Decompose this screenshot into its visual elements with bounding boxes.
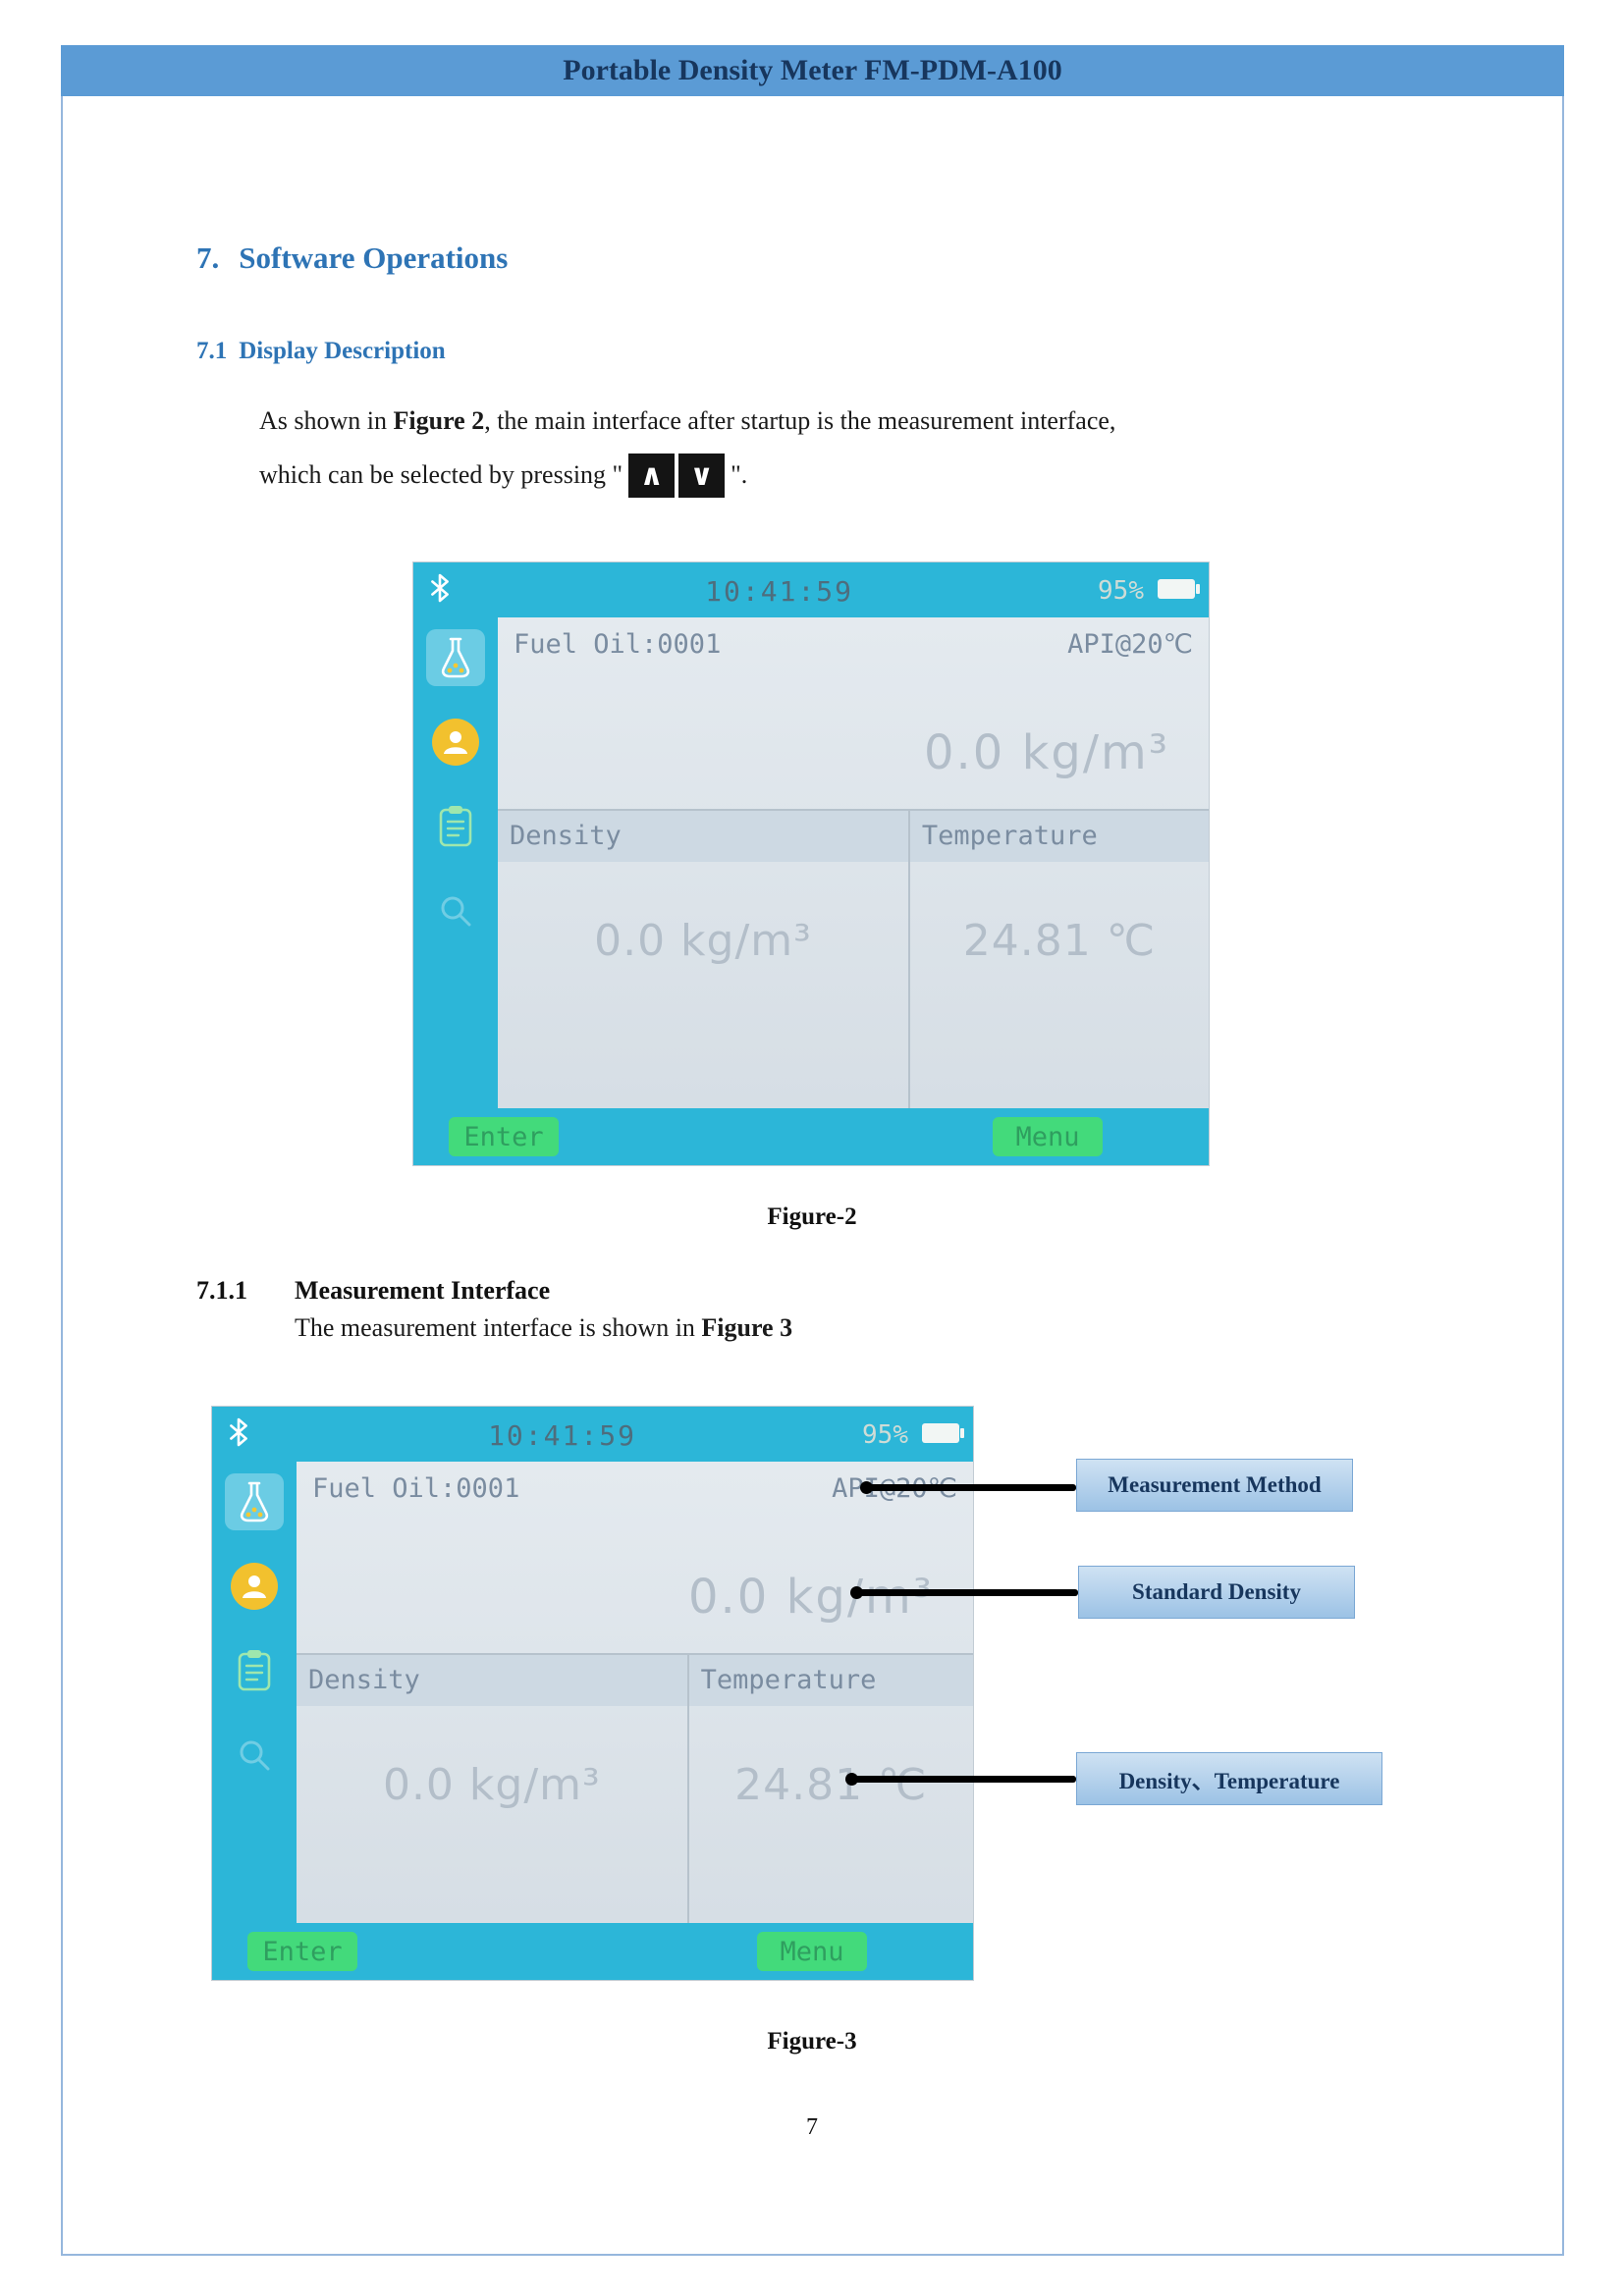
search-tab-icon[interactable] xyxy=(426,882,485,939)
callout-label: Density、Temperature xyxy=(1118,1769,1340,1793)
figure2-device-screenshot: 10:41:59 95% xyxy=(412,561,1210,1166)
battery-percentage: 95% xyxy=(862,1420,908,1450)
density-value: 0.0 kg/m³ xyxy=(594,916,812,966)
records-tab-icon[interactable] xyxy=(225,1642,284,1699)
records-tab-icon[interactable] xyxy=(426,798,485,855)
density-panel: Density 0.0 kg/m³ xyxy=(498,811,910,1108)
person-icon xyxy=(231,1563,278,1610)
callout-measurement-method: Measurement Method xyxy=(1076,1459,1353,1512)
bluetooth-icon xyxy=(230,1417,247,1447)
device-clock: 10:41:59 xyxy=(705,575,854,608)
callout-line-density-temperature xyxy=(845,1773,1076,1786)
device-sidebar xyxy=(413,617,498,1108)
body-paragraph-line3: The measurement interface is shown in Fi… xyxy=(295,1313,792,1343)
subsection-heading: 7.1 Display Description xyxy=(196,338,446,365)
flask-icon xyxy=(240,1481,269,1522)
measurement-method-value: API@20℃ xyxy=(1067,629,1193,660)
readings-panel: Density 0.0 kg/m³ Temperature 24.81 ℃ xyxy=(498,809,1209,1108)
figure2-caption: Figure-2 xyxy=(767,1203,857,1230)
battery-icon xyxy=(1158,579,1200,599)
document-title: Portable Density Meter FM-PDM-A100 xyxy=(563,54,1062,86)
section-number: 7. xyxy=(196,240,220,275)
subsection-number: 7.1 xyxy=(196,338,228,364)
menu-button[interactable]: Menu xyxy=(757,1932,867,1971)
device-main-area: Fuel Oil:0001 API@20℃ 0.0 kg/m³ Density … xyxy=(297,1462,973,1923)
measurement-tab-icon[interactable] xyxy=(225,1473,284,1530)
subsection-title: Display Description xyxy=(239,338,446,364)
density-panel: Density 0.0 kg/m³ xyxy=(297,1655,689,1923)
menu-button[interactable]: Menu xyxy=(993,1117,1103,1156)
callout-density-temperature: Density、Temperature xyxy=(1076,1752,1382,1805)
paragraph-text: which can be selected by pressing " xyxy=(259,460,623,489)
body-paragraph-line2: which can be selected by pressing " ∧ ∨ … xyxy=(259,448,747,503)
paragraph-text: ". xyxy=(731,460,748,489)
body-paragraph-line1: As shown in Figure 2, the main interface… xyxy=(259,406,1115,436)
sample-name: Fuel Oil:0001 xyxy=(514,629,722,660)
standard-density-value: 0.0 kg/m³ xyxy=(923,725,1169,780)
section-heading: 7. Software Operations xyxy=(196,240,508,276)
measurement-tab-icon[interactable] xyxy=(426,629,485,686)
callout-label: Measurement Method xyxy=(1108,1472,1322,1497)
subsubsection-heading: 7.1.1 Measurement Interface xyxy=(196,1276,550,1306)
user-tab-icon[interactable] xyxy=(426,714,485,771)
temperature-value: 24.81 ℃ xyxy=(734,1760,928,1810)
figure2-reference: Figure 2 xyxy=(393,406,485,435)
subsubsection-title: Measurement Interface xyxy=(295,1276,551,1305)
arrow-keys-graphic: ∧ ∨ xyxy=(628,453,726,498)
figure3-caption: Figure-3 xyxy=(767,2028,857,2055)
figure3-device-screenshot: 10:41:59 95% xyxy=(211,1406,974,1981)
readings-panel: Density 0.0 kg/m³ Temperature 24.81 ℃ xyxy=(297,1653,973,1923)
temperature-panel: Temperature 24.81 ℃ xyxy=(909,811,1209,1108)
temperature-label: Temperature xyxy=(688,1655,973,1706)
device-softkey-bar: Enter Menu xyxy=(413,1108,1209,1165)
paragraph-text: As shown in xyxy=(259,406,394,435)
device-sidebar xyxy=(212,1462,297,1923)
down-arrow-key-icon: ∨ xyxy=(678,453,726,498)
device-softkey-bar: Enter Menu xyxy=(212,1923,973,1980)
sample-method-row: Fuel Oil:0001 API@20℃ xyxy=(297,1462,973,1504)
figure3-reference: Figure 3 xyxy=(701,1313,793,1342)
search-tab-icon[interactable] xyxy=(225,1727,284,1784)
density-value: 0.0 kg/m³ xyxy=(382,1760,601,1810)
enter-button[interactable]: Enter xyxy=(247,1932,357,1971)
magnifier-icon xyxy=(441,896,471,927)
clipboard-icon xyxy=(238,1650,271,1691)
page-number: 7 xyxy=(806,2114,818,2140)
up-arrow-key-icon: ∧ xyxy=(628,453,676,498)
figure3-block: 10:41:59 95% xyxy=(0,1402,1624,1991)
temperature-panel: Temperature 24.81 ℃ xyxy=(688,1655,973,1923)
sample-method-row: Fuel Oil:0001 API@20℃ xyxy=(498,617,1209,660)
battery-percentage: 95% xyxy=(1098,576,1144,606)
callout-line-measurement-method xyxy=(860,1481,1076,1494)
section-title: Software Operations xyxy=(239,240,509,275)
device-main-area: Fuel Oil:0001 API@20℃ 0.0 kg/m³ Density … xyxy=(498,617,1209,1108)
density-label: Density xyxy=(498,811,908,862)
device-status-bar: 10:41:59 95% xyxy=(413,562,1209,617)
callout-label: Standard Density xyxy=(1132,1579,1301,1604)
enter-button[interactable]: Enter xyxy=(449,1117,559,1156)
callout-standard-density: Standard Density xyxy=(1078,1566,1355,1619)
user-tab-icon[interactable] xyxy=(225,1558,284,1615)
person-icon xyxy=(432,719,479,766)
temperature-label: Temperature xyxy=(909,811,1209,862)
bluetooth-icon xyxy=(431,573,449,603)
standard-density-value: 0.0 kg/m³ xyxy=(687,1570,934,1625)
device-status-bar: 10:41:59 95% xyxy=(212,1407,973,1462)
battery-icon xyxy=(922,1423,964,1443)
magnifier-icon xyxy=(240,1740,270,1771)
paragraph-text: , the main interface after startup is th… xyxy=(484,406,1116,435)
subsubsection-number: 7.1.1 xyxy=(196,1276,247,1305)
flask-icon xyxy=(441,637,470,678)
density-label: Density xyxy=(297,1655,687,1706)
clipboard-icon xyxy=(439,806,472,847)
device-clock: 10:41:59 xyxy=(488,1419,636,1452)
document-header-bar: Portable Density Meter FM-PDM-A100 xyxy=(61,45,1564,96)
temperature-value: 24.81 ℃ xyxy=(962,916,1157,966)
sample-name: Fuel Oil:0001 xyxy=(312,1473,520,1504)
paragraph-text: The measurement interface is shown in xyxy=(295,1313,702,1342)
callout-line-standard-density xyxy=(850,1586,1078,1599)
